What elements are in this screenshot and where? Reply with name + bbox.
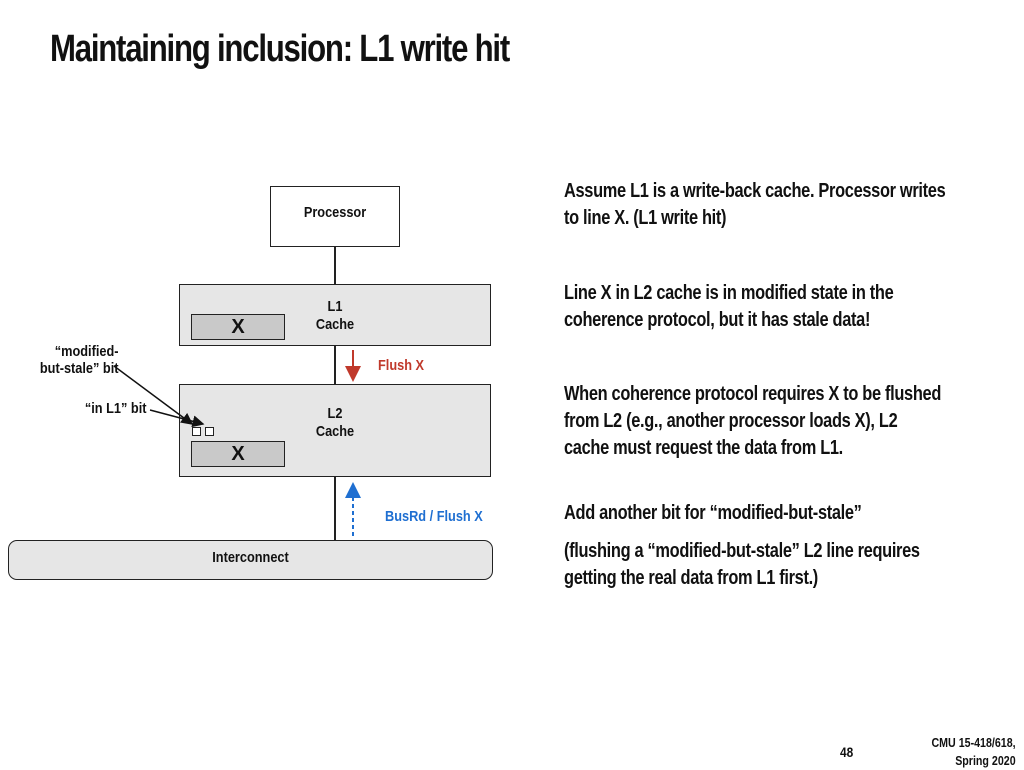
paragraph-assumption: Assume L1 is a write-back cache. Process… (564, 178, 946, 232)
l2-label-line2: Cache (315, 423, 355, 440)
l1-label-line2: Cache (315, 316, 355, 333)
in-l1-bit-label: “in L1” bit (84, 400, 146, 417)
l1-cache-line-x: X (191, 314, 285, 340)
in-l1-pointer (149, 409, 205, 428)
processor-label: Processor (303, 204, 367, 221)
course-line2: Spring 2020 (955, 753, 1016, 768)
slide-title: Maintaining inclusion: L1 write hit (50, 28, 510, 70)
flush-x-label: Flush X (378, 357, 425, 374)
modified-but-stale-label: “modified- but-stale” bit (39, 343, 118, 377)
p2-line2: coherence protocol, but it has stale dat… (564, 309, 871, 331)
interconnect-label: Interconnect (212, 549, 289, 566)
p5-line1: (flushing a “modified-but-stale” L2 line… (564, 540, 920, 562)
paragraph-flushing-note: (flushing a “modified-but-stale” L2 line… (564, 538, 925, 592)
proc-l1-connector (334, 247, 336, 284)
busrd-flush-x-label: BusRd / Flush X (385, 508, 483, 525)
p5-line2: getting the real data from L1 first.) (564, 567, 818, 589)
l2-cache-line-x: X (191, 441, 285, 467)
l2-cache-label: L2 Cache (305, 405, 365, 441)
page-number: 48 (840, 744, 854, 760)
l1-cache-label: L1 Cache (305, 298, 365, 334)
in-l1-bit (205, 427, 214, 436)
modified-stale-line2: but-stale” bit (39, 360, 118, 377)
interconnect-bar: Interconnect (8, 540, 493, 580)
modified-stale-line1: “modified- (54, 343, 118, 360)
p4-line1: Add another bit for “modified-but-stale” (564, 502, 862, 524)
l1-label-line1: L1 (327, 298, 343, 315)
l2-interconnect-connector (334, 477, 336, 540)
p3-line3: cache must request the data from L1. (564, 437, 843, 459)
l2-label-line1: L2 (327, 405, 343, 422)
paragraph-flush-requirement: When coherence protocol requires X to be… (564, 381, 942, 462)
processor-box: Processor (270, 186, 400, 247)
p2-line1: Line X in L2 cache is in modified state … (564, 282, 894, 304)
paragraph-stale-data: Line X in L2 cache is in modified state … (564, 280, 925, 334)
l2-cache-box: X L2 Cache (179, 384, 491, 477)
course-label: CMU 15-418/618, Spring 2020 (932, 734, 1016, 770)
p3-line2: from L2 (e.g., another processor loads X… (564, 410, 898, 432)
l1-l2-connector (334, 346, 336, 384)
l1-cache-box: X L1 Cache (179, 284, 491, 346)
paragraph-add-bit: Add another bit for “modified-but-stale” (564, 500, 925, 527)
p3-line1: When coherence protocol requires X to be… (564, 383, 942, 405)
p1-line1: Assume L1 is a write-back cache. Process… (564, 180, 946, 202)
modified-stale-pointer (113, 365, 194, 425)
modified-but-stale-bit (192, 427, 201, 436)
p1-line2: to line X. (L1 write hit) (564, 207, 727, 229)
course-line1: CMU 15-418/618, (931, 735, 1016, 750)
